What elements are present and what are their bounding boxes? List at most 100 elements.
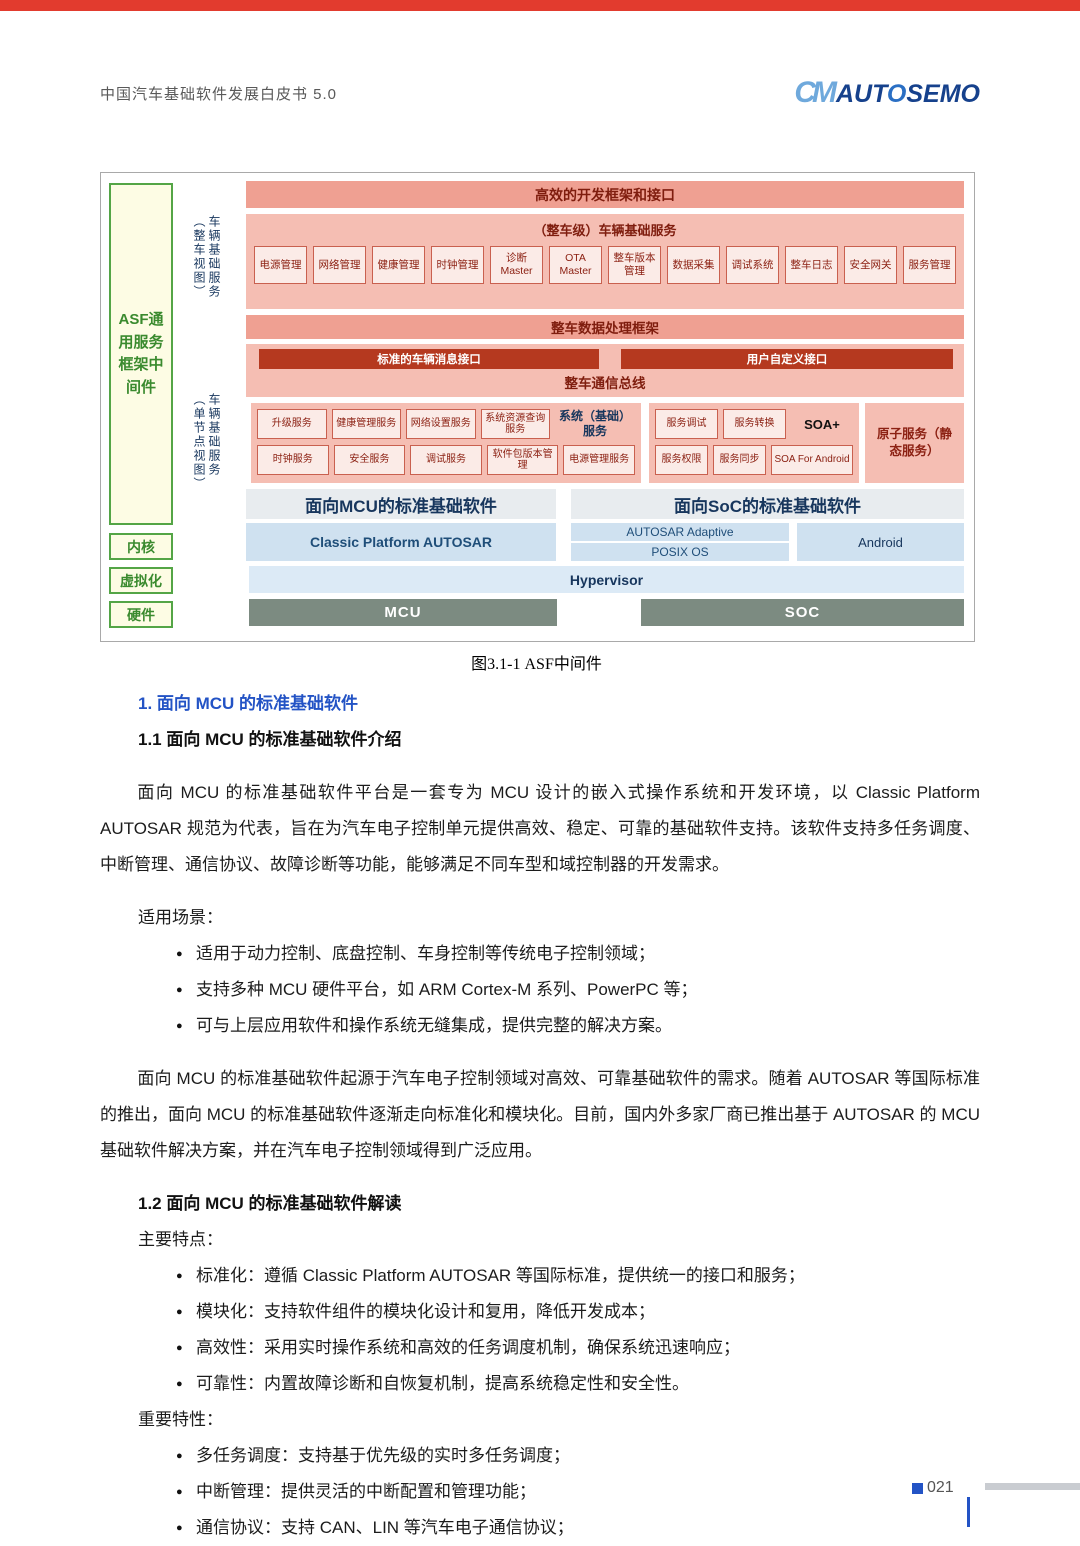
list-item: ● 支持多种 MCU 硬件平台，如 ARM Cortex-M 系列、PowerPC… bbox=[176, 972, 980, 1008]
logo-gear-o-icon: O bbox=[886, 80, 907, 108]
comm-bus-label: 整车通信总线 bbox=[564, 376, 646, 391]
service-box-service-mgmt: 服务管理 bbox=[903, 246, 956, 284]
logo-text-right: SEMO bbox=[906, 80, 980, 108]
logo-text-left: AUT bbox=[835, 80, 887, 108]
service-box-clock-svc: 时钟服务 bbox=[257, 445, 329, 475]
vehicle-view-label-sub: （整车视图） bbox=[192, 215, 206, 299]
logo-cm-mark: CM bbox=[794, 76, 837, 109]
node-view-label-sub: （单节点视图） bbox=[192, 393, 206, 491]
footer-gray-rule bbox=[985, 1483, 1080, 1490]
list-item-text: 支持多种 MCU 硬件平台，如 ARM Cortex-M 系列、PowerPC … bbox=[196, 980, 698, 999]
bullet-icon: ● bbox=[176, 1270, 183, 1282]
figure-caption: 图3.1-1 ASF中间件 bbox=[471, 656, 602, 673]
bullet-icon: ● bbox=[176, 984, 183, 996]
list-item: ●多任务调度：支持基于优先级的实时多任务调度； bbox=[176, 1438, 980, 1474]
scenarios-list: ●适用于动力控制、底盘控制、车身控制等传统电子控制领域； ● 支持多种 MCU 硬… bbox=[100, 936, 980, 1044]
paragraph-history: 面向 MCU 的标准基础软件起源于汽车电子控制领域对高效、可靠基础软件的需求。随… bbox=[100, 1069, 980, 1160]
user-defined-interface-bar: 用户自定义接口 bbox=[621, 349, 953, 369]
service-box-svc-convert: 服务转换 bbox=[723, 409, 786, 439]
hardware-box: 硬件 bbox=[109, 601, 173, 628]
features-label: 主要特点： bbox=[138, 1230, 223, 1249]
body-content: 1. 面向 MCU 的标准基础软件 1.1 面向 MCU 的标准基础软件介绍 面… bbox=[100, 686, 980, 1546]
page-number-square-icon bbox=[912, 1482, 923, 1494]
list-item: ●适用于动力控制、底盘控制、车身控制等传统电子控制领域； bbox=[176, 936, 980, 972]
list-item: ● 通信协议：支持 CAN、LIN 等汽车电子通信协议； bbox=[176, 1510, 980, 1546]
service-box-svc-permission: 服务权限 bbox=[655, 445, 708, 475]
service-box-health: 健康管理 bbox=[372, 246, 425, 284]
service-box-security-gw: 安全网关 bbox=[844, 246, 897, 284]
service-box-upgrade: 升级服务 bbox=[257, 409, 327, 439]
list-item-text: 标准化：遵循 Classic Platform AUTOSAR 等国际标准，提供… bbox=[196, 1266, 805, 1285]
comm-bus-panel: 标准的车辆消息接口 用户自定义接口 整车通信总线 bbox=[246, 344, 964, 397]
list-item-text: 通信协议：支持 CAN、LIN 等汽车电子通信协议； bbox=[196, 1518, 574, 1537]
bullet-icon: ● bbox=[176, 1020, 183, 1032]
bullet-icon: ● bbox=[176, 1342, 183, 1354]
service-box-ota-master: OTA Master bbox=[549, 246, 602, 284]
traits-label: 重要特性： bbox=[138, 1410, 223, 1429]
section-heading-1-2: 1.2 面向 MCU 的标准基础软件解读 bbox=[138, 1194, 402, 1213]
list-item: ● 模块化：支持软件组件的模块化设计和复用，降低开发成本； bbox=[176, 1294, 980, 1330]
atomic-services-box: 原子服务（静态服务） bbox=[865, 403, 964, 483]
data-framework-bar: 整车数据处理框架 bbox=[246, 315, 964, 339]
list-item-text: 高效性：采用实时操作系统和高效的任务调度机制，确保系统迅速响应； bbox=[196, 1338, 740, 1357]
list-item-text: 可靠性：内置故障诊断和自恢复机制，提高系统稳定性和安全性。 bbox=[196, 1374, 689, 1393]
list-item-text: 中断管理：提供灵活的中断配置和管理功能； bbox=[196, 1482, 536, 1501]
node-services-row-1: 升级服务 健康管理服务 网络设置服务 系统资源查询服务 系统（基础）服务 bbox=[257, 409, 635, 439]
posix-os-box: POSIX OS bbox=[571, 543, 789, 561]
footer-blue-line bbox=[967, 1497, 970, 1527]
android-box: Android bbox=[797, 523, 964, 561]
service-box-soa-for-android: SOA For Android bbox=[771, 445, 853, 475]
soc-standard-software-header: 面向SoC的标准基础软件 bbox=[571, 489, 964, 519]
list-item: ● 中断管理：提供灵活的中断配置和管理功能； bbox=[176, 1474, 980, 1510]
service-box-svc-debug: 服务调试 bbox=[655, 409, 718, 439]
service-box-net-config: 网络设置服务 bbox=[406, 409, 476, 439]
service-box-network: 网络管理 bbox=[313, 246, 366, 284]
service-box-clock: 时钟管理 bbox=[431, 246, 484, 284]
vehicle-view-label: 车辆基础服务 （整车视图） bbox=[191, 215, 221, 360]
features-list: ● 标准化：遵循 Classic Platform AUTOSAR 等国际标准，提… bbox=[100, 1258, 980, 1402]
scenarios-label: 适用场景： bbox=[138, 908, 223, 927]
autosar-adaptive-box: AUTOSAR Adaptive bbox=[571, 523, 789, 541]
std-message-interface-bar: 标准的车辆消息接口 bbox=[259, 349, 599, 369]
service-box-security-svc: 安全服务 bbox=[333, 445, 406, 475]
bullet-icon: ● bbox=[176, 1378, 183, 1390]
soa-row-2: 服务权限 服务同步 SOA For Android bbox=[655, 445, 853, 475]
bullet-icon: ● bbox=[176, 1306, 183, 1318]
node-view-label: 车辆基础服务 （单节点视图） bbox=[191, 393, 221, 548]
service-box-power-mgmt-svc: 电源管理服务 bbox=[563, 445, 635, 475]
service-box-pkg-version: 软件包版本管理 bbox=[486, 445, 559, 475]
mcu-hardware-bar: MCU bbox=[249, 599, 557, 626]
mcu-standard-software-header: 面向MCU的标准基础软件 bbox=[246, 489, 556, 519]
soa-plus-label: SOA+ bbox=[804, 416, 840, 432]
service-box-sys-resource: 系统资源查询服务 bbox=[480, 409, 550, 439]
asf-middleware-box: ASF通用服务框架中间件 bbox=[109, 183, 173, 525]
document-title: 中国汽车基础软件发展白皮书 5.0 bbox=[100, 85, 338, 103]
system-basic-services-label: 系统（基础）服务 bbox=[558, 409, 631, 438]
service-box-svc-sync: 服务同步 bbox=[713, 445, 766, 475]
list-item-text: 模块化：支持软件组件的模块化设计和复用，降低开发成本； bbox=[196, 1302, 655, 1321]
service-box-debug-system: 调试系统 bbox=[726, 246, 779, 284]
bullet-icon: ● bbox=[176, 1522, 183, 1534]
section-heading-1-1: 1.1 面向 MCU 的标准基础软件介绍 bbox=[138, 730, 402, 749]
top-accent-bar bbox=[0, 0, 1080, 11]
bullet-icon: ● bbox=[176, 948, 183, 960]
vehicle-services-row: 电源管理 网络管理 健康管理 时钟管理 诊断Master OTA Master … bbox=[246, 239, 964, 284]
node-services-panel: 升级服务 健康管理服务 网络设置服务 系统资源查询服务 系统（基础）服务 时钟服… bbox=[251, 403, 641, 483]
list-item: ●可与上层应用软件和操作系统无缝集成，提供完整的解决方案。 bbox=[176, 1008, 980, 1044]
classic-platform-autosar-box: Classic Platform AUTOSAR bbox=[246, 523, 556, 561]
service-box-vehicle-log: 整车日志 bbox=[785, 246, 838, 284]
node-view-label-main: 车辆基础服务 bbox=[207, 393, 221, 477]
hypervisor-bar: Hypervisor bbox=[249, 566, 964, 593]
page-number: 021 bbox=[912, 1479, 954, 1497]
paragraph-intro: 面向 MCU 的标准基础软件平台是一套专为 MCU 设计的嵌入式操作系统和开发环… bbox=[100, 783, 980, 874]
service-box-data-collect: 数据采集 bbox=[667, 246, 720, 284]
kernel-box: 内核 bbox=[109, 533, 173, 560]
vehicle-services-title: （整车级）车辆基础服务 bbox=[533, 223, 677, 238]
traits-list: ●多任务调度：支持基于优先级的实时多任务调度； ● 中断管理：提供灵活的中断配置和… bbox=[100, 1438, 980, 1546]
service-box-power: 电源管理 bbox=[254, 246, 307, 284]
list-item: ● 高效性：采用实时操作系统和高效的任务调度机制，确保系统迅速响应； bbox=[176, 1330, 980, 1366]
service-box-debug-svc: 调试服务 bbox=[410, 445, 482, 475]
bullet-icon: ● bbox=[176, 1486, 183, 1498]
